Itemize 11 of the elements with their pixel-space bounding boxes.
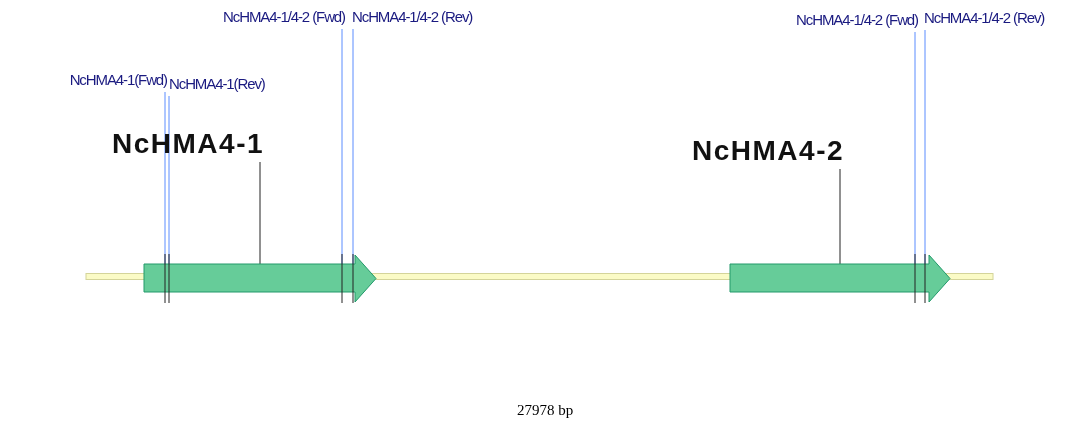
leader-line (839, 168, 841, 265)
primer-label: NcHMA4-1(Fwd) (69, 71, 167, 88)
primer-label: NcHMA4-1/4-2 (Rev) (924, 9, 1045, 26)
primer-label: NcHMA4-1/4-2 (Fwd) (223, 8, 345, 25)
primer-label: NcHMA4-1/4-2 (Rev) (352, 8, 473, 25)
gene-label: NcHMA4-1 (112, 128, 265, 159)
leader-line (259, 161, 261, 265)
primer-label: NcHMA4-1(Rev) (169, 75, 265, 92)
primer-label: NcHMA4-1/4-2 (Fwd) (796, 11, 918, 28)
gene-label: NcHMA4-2 (692, 135, 845, 166)
sequence-length: 27978 bp (515, 402, 575, 419)
